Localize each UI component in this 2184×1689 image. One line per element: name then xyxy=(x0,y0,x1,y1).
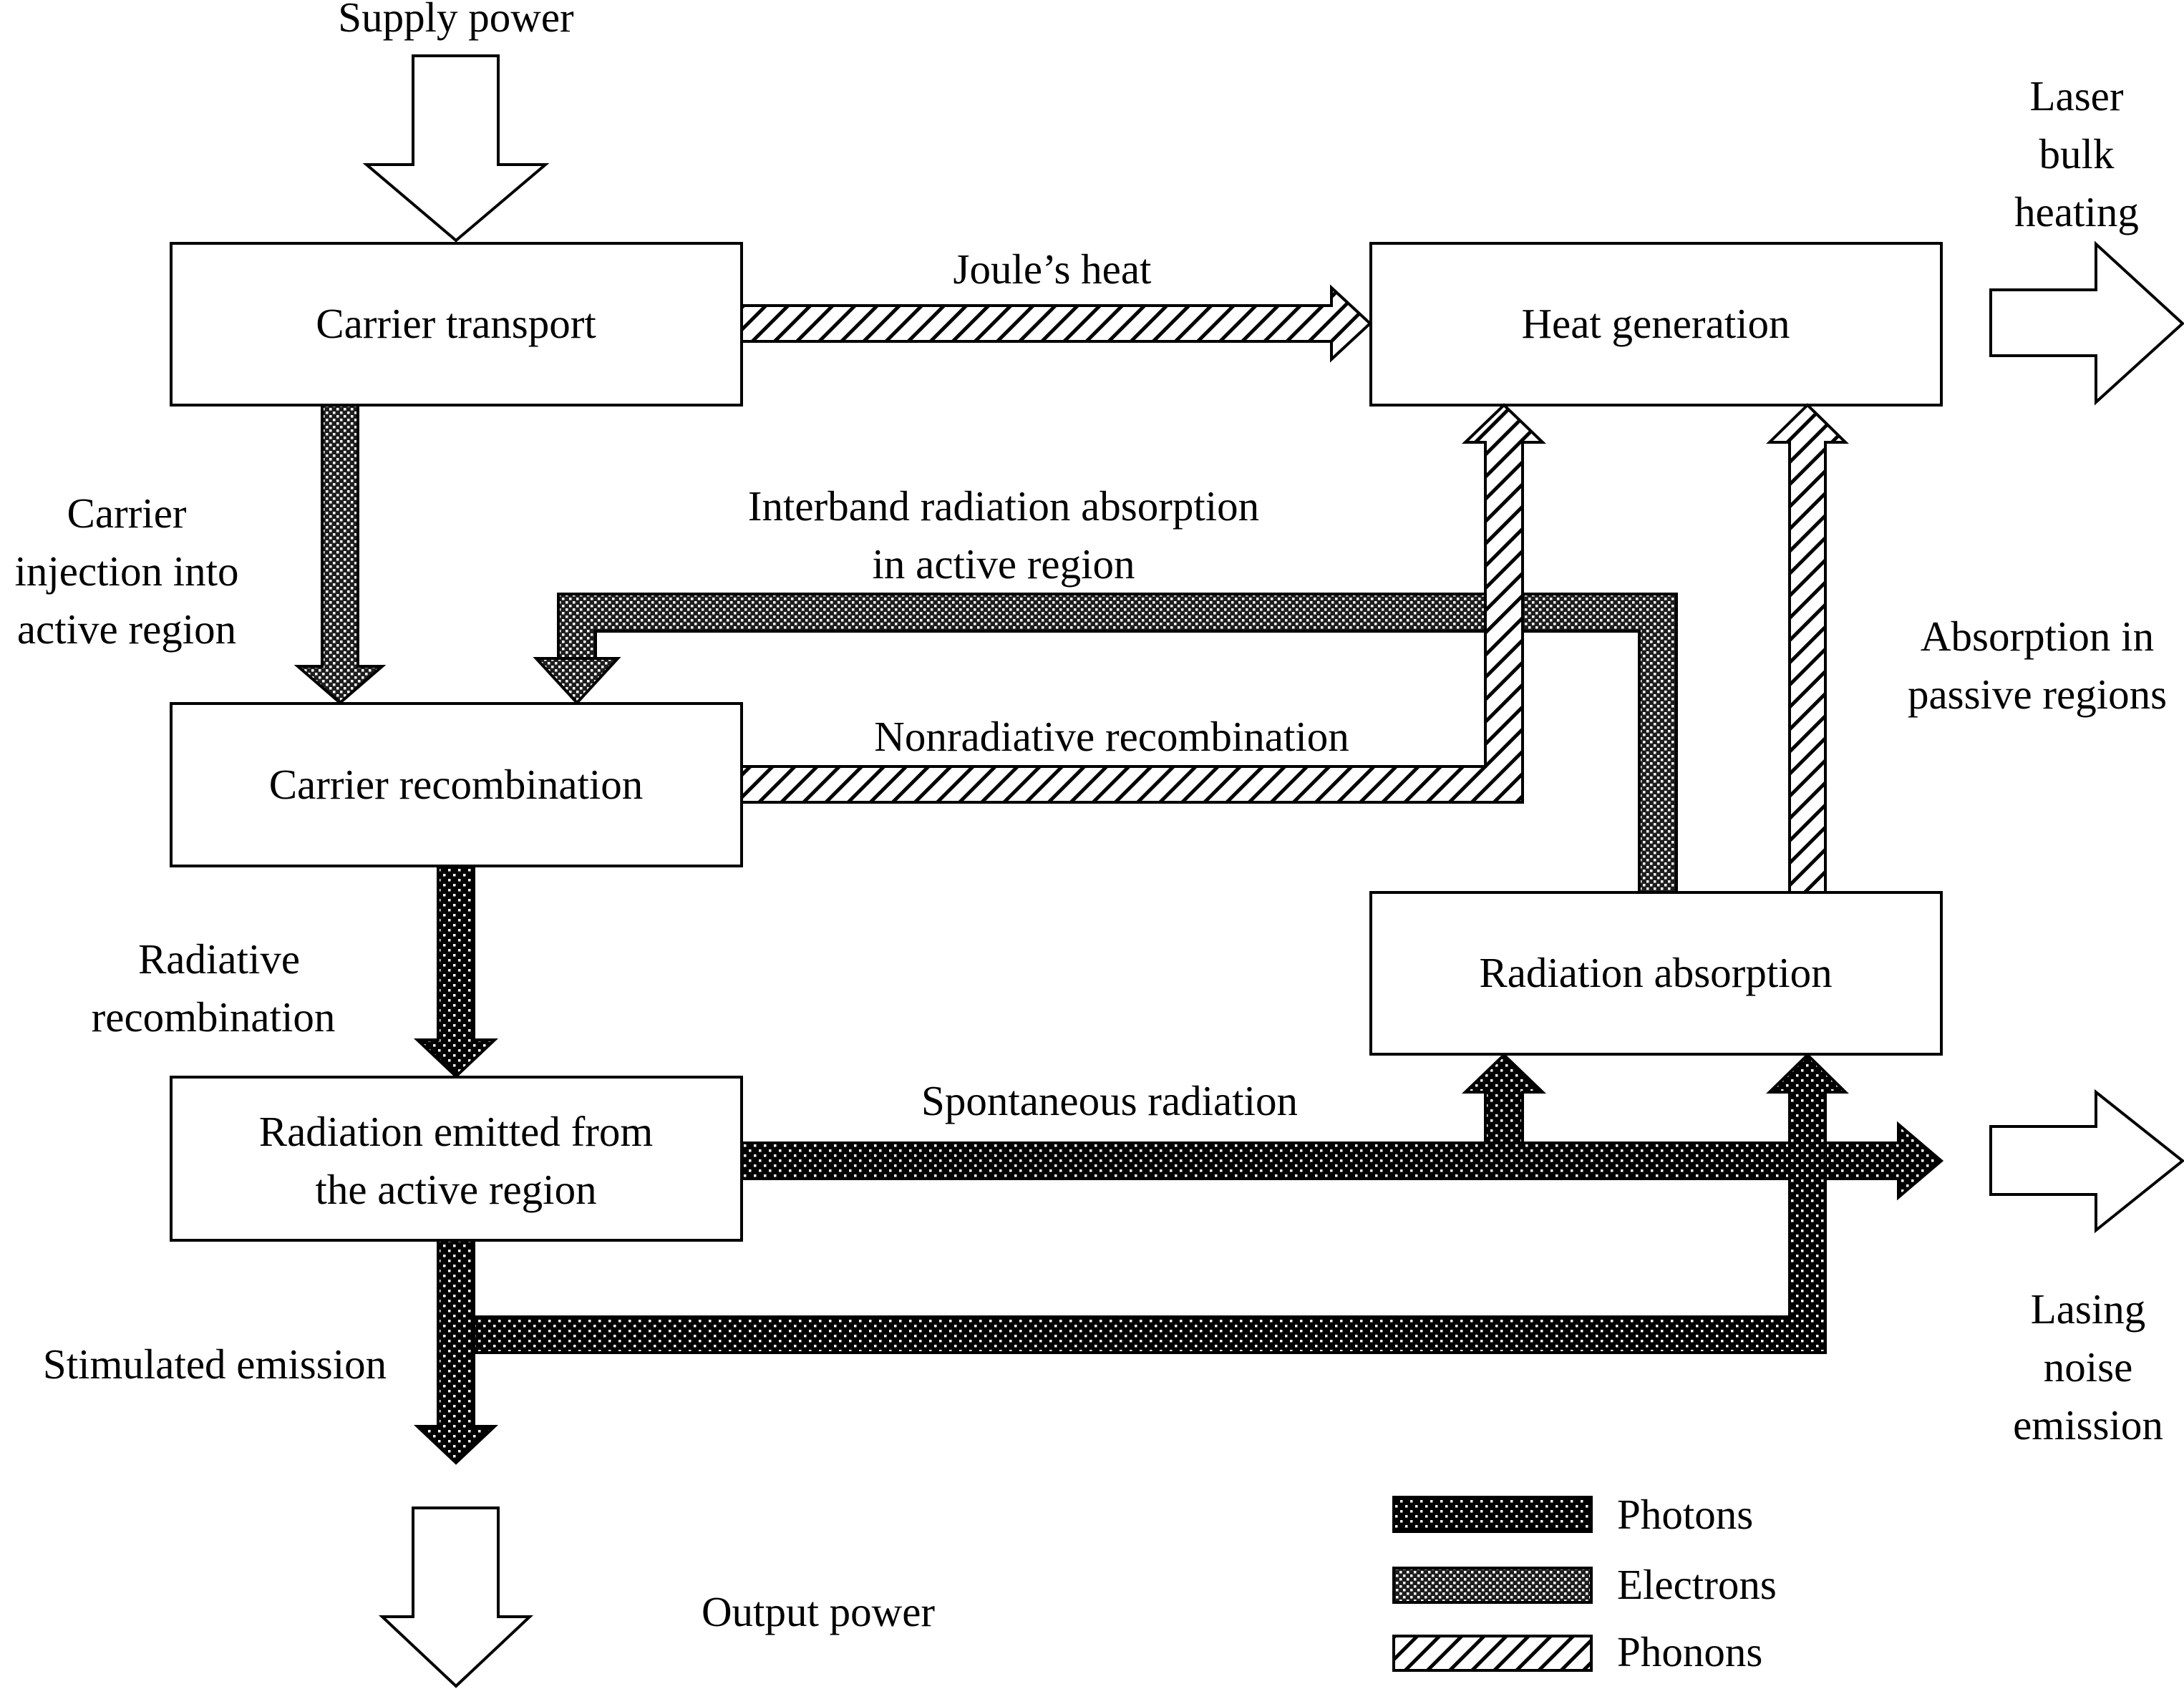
legend: Photons Electrons Phonons xyxy=(1392,1491,1777,1675)
legend-swatch-phonons xyxy=(1392,1635,1593,1672)
nonradiative-recombination-label: Nonradiative recombination xyxy=(874,713,1349,760)
svg-text:bulk: bulk xyxy=(2039,130,2115,177)
joules-heat-label: Joule’s heat xyxy=(953,245,1152,293)
carrier-recombination-box: Carrier recombination xyxy=(170,702,743,867)
joules-heat-arrow xyxy=(740,284,1372,363)
legend-item-phonons: Phonons xyxy=(1392,1628,1762,1675)
supply-power-arrow xyxy=(362,54,550,243)
radiation-absorption-box: Radiation absorption xyxy=(1369,891,1943,1056)
svg-text:recombination: recombination xyxy=(92,993,336,1041)
legend-item-electrons: Electrons xyxy=(1392,1561,1777,1608)
svg-text:injection into: injection into xyxy=(15,547,239,595)
carrier-transport-label: Carrier transport xyxy=(316,300,596,347)
absorption-passive-arrow xyxy=(1766,403,1849,894)
svg-text:Carrier: Carrier xyxy=(67,490,186,537)
output-power-label: Output power xyxy=(702,1588,935,1635)
svg-text:heating: heating xyxy=(2014,188,2139,235)
lasing-noise-emission-label: Lasing noise emission xyxy=(2013,1285,2163,1449)
legend-item-photons: Photons xyxy=(1392,1491,1753,1538)
carrier-injection-label: Carrier injection into active region xyxy=(15,490,239,653)
legend-swatch-electrons xyxy=(1392,1567,1593,1604)
stimulated-emission-label: Stimulated emission xyxy=(43,1340,387,1388)
legend-swatch-photons xyxy=(1392,1496,1593,1533)
laser-bulk-heating-label: Laser bulk heating xyxy=(2014,72,2139,235)
interband-absorption-head xyxy=(533,657,621,705)
radiation-absorption-label: Radiation absorption xyxy=(1479,949,1832,996)
svg-text:Interband radiation absorption: Interband radiation absorption xyxy=(748,482,1259,530)
supply-power-label: Supply power xyxy=(338,0,574,41)
stimulated-emission-arrow xyxy=(413,1239,499,1465)
svg-text:active region: active region xyxy=(17,605,236,653)
legend-label-phonons: Phonons xyxy=(1617,1628,1762,1675)
spontaneous-radiation-label: Spontaneous radiation xyxy=(921,1077,1298,1124)
nonradiative-recombination-arrow xyxy=(740,403,1546,804)
carrier-injection-arrow xyxy=(293,404,387,705)
heat-generation-box: Heat generation xyxy=(1369,242,1943,407)
radiative-recombination-arrow xyxy=(413,865,499,1079)
legend-label-photons: Photons xyxy=(1617,1491,1753,1538)
output-power-arrow xyxy=(378,1507,534,1688)
carrier-recombination-label: Carrier recombination xyxy=(269,761,644,808)
lasing-noise-emission-arrow xyxy=(1989,1089,2184,1234)
svg-text:passive regions: passive regions xyxy=(1908,671,2167,718)
svg-text:Radiative: Radiative xyxy=(138,935,300,983)
radiative-recombination-label: Radiative recombination xyxy=(92,935,336,1041)
svg-text:noise: noise xyxy=(2044,1343,2133,1391)
legend-label-electrons: Electrons xyxy=(1617,1561,1777,1608)
svg-text:Laser: Laser xyxy=(2029,72,2123,120)
absorption-passive-label: Absorption in passive regions xyxy=(1908,613,2167,718)
carrier-transport-box: Carrier transport xyxy=(170,242,743,407)
svg-text:Lasing: Lasing xyxy=(2031,1285,2146,1333)
radiation-emitted-box: Radiation emitted from the active region xyxy=(170,1076,743,1242)
radiation-emitted-label-line1: Radiation emitted from xyxy=(259,1108,654,1155)
laser-bulk-heating-arrow xyxy=(1989,240,2184,406)
heat-generation-label: Heat generation xyxy=(1521,300,1790,347)
spontaneous-absorption-arrow xyxy=(1462,1053,1546,1144)
radiation-emitted-label-line2: the active region xyxy=(315,1166,596,1213)
svg-text:emission: emission xyxy=(2013,1401,2163,1449)
stimulated-absorption-arrow xyxy=(472,1053,1849,1354)
svg-text:Absorption in: Absorption in xyxy=(1921,613,2154,660)
svg-text:in active region: in active region xyxy=(873,540,1135,588)
interband-absorption-label: Interband radiation absorption in active… xyxy=(748,482,1259,588)
spontaneous-radiation-arrow xyxy=(740,1121,1944,1201)
